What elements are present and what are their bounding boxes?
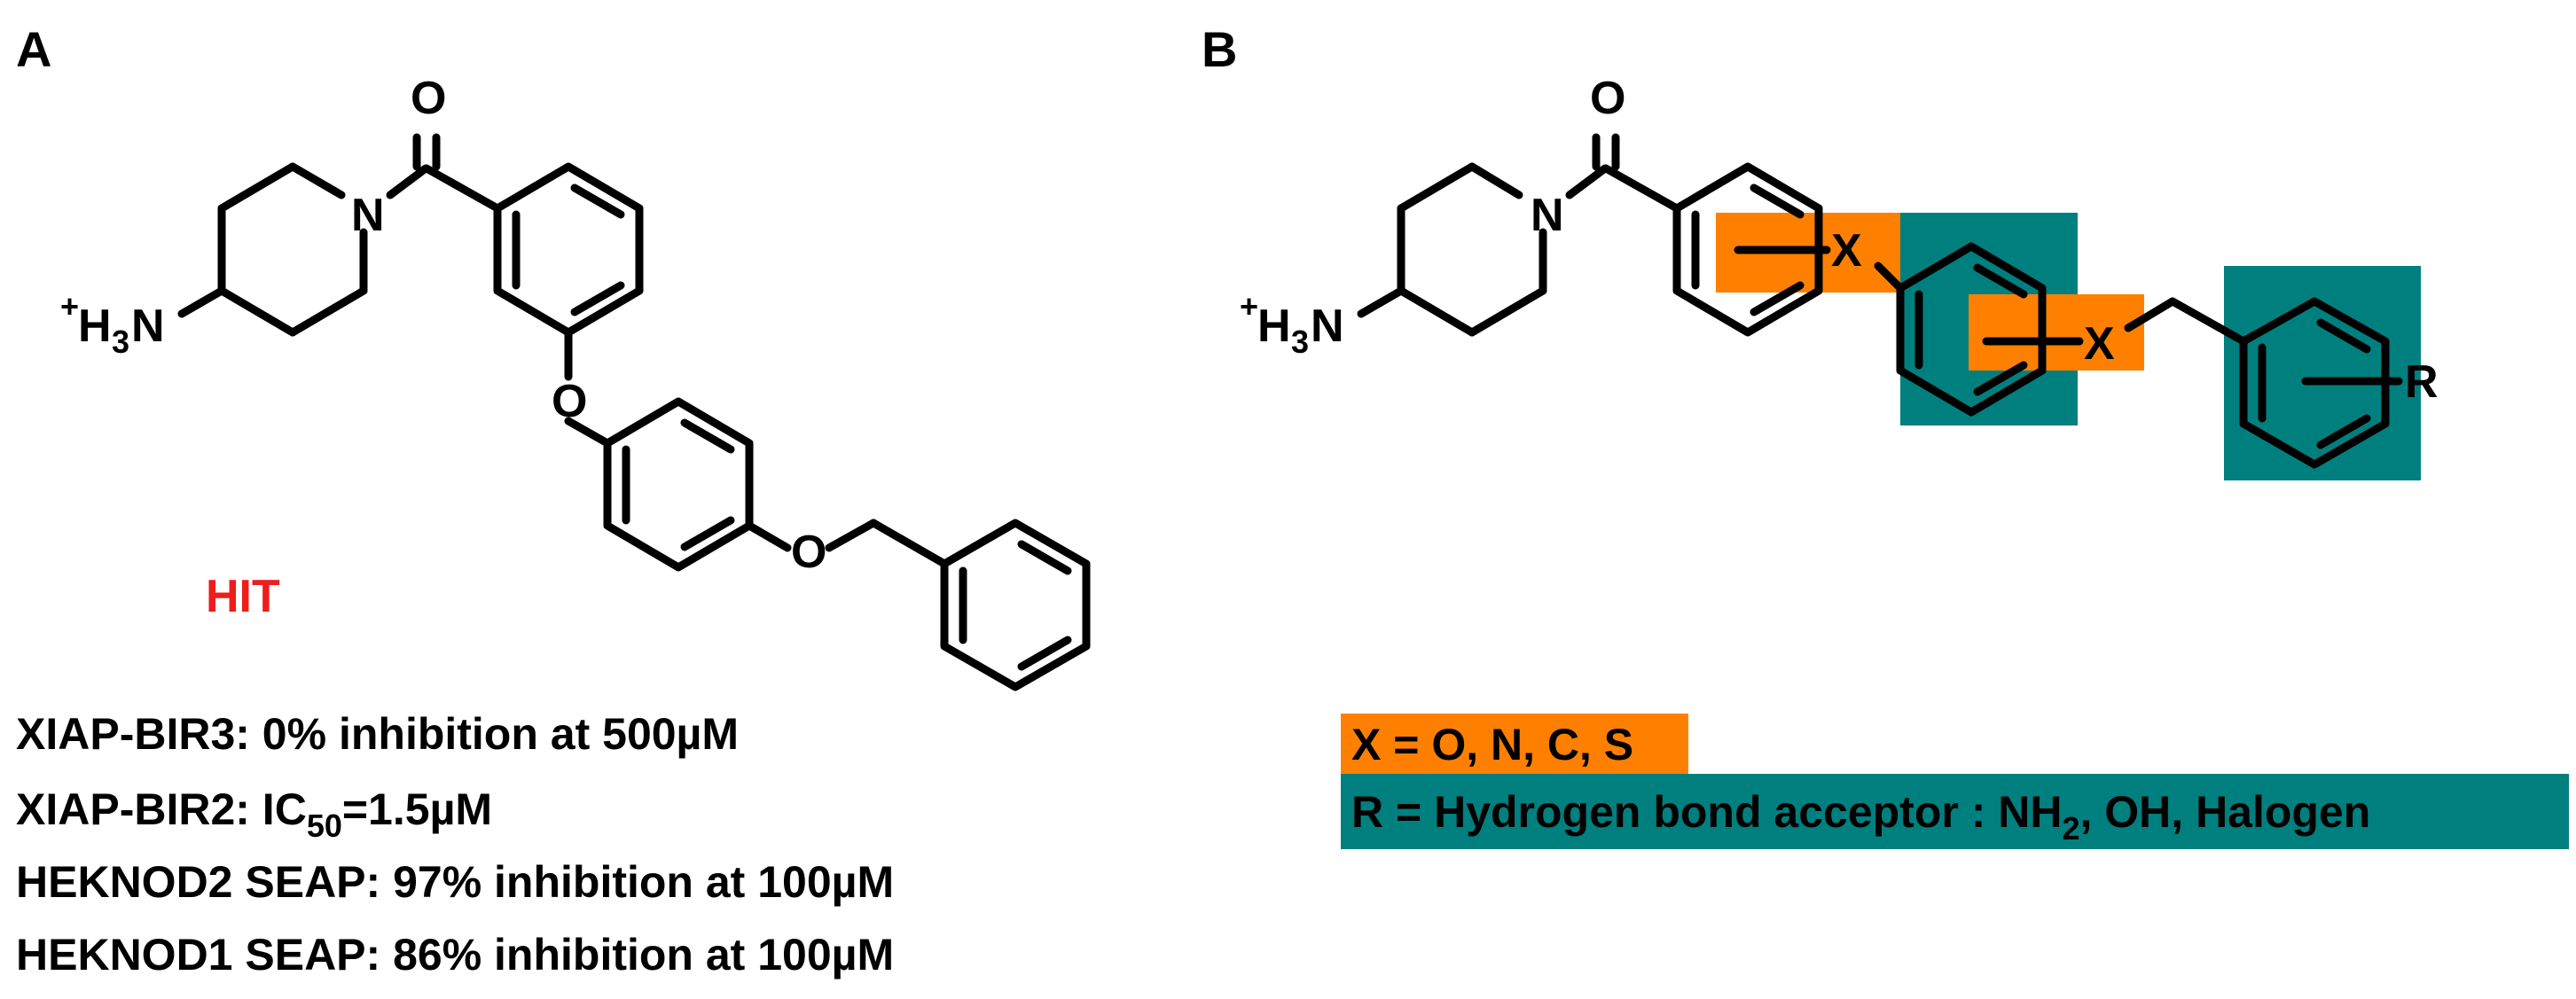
phenoxy-ring-a bbox=[603, 397, 754, 572]
ether-bond-a2 bbox=[564, 417, 612, 448]
carbonyl-oxygen-b: O bbox=[1590, 73, 1625, 124]
ammonium-sub-b: 3 bbox=[1291, 324, 1309, 360]
benzoyl-ring-a bbox=[493, 162, 644, 337]
legend: X = O, N, C, S R = Hydrogen bond accepto… bbox=[1341, 714, 2569, 849]
benzyl-bond-b bbox=[2168, 297, 2248, 346]
piperidine-ring-a bbox=[217, 162, 368, 337]
piperidine-nitrogen-b: N bbox=[1531, 190, 1564, 241]
scaffold-molecule-structure: O N X X R + H 3 N bbox=[1240, 73, 2439, 469]
result-xiap-bir2-suffix: =1.5µM bbox=[342, 784, 492, 834]
amide-bond-a bbox=[386, 164, 430, 199]
x-highlight-box-2 bbox=[1969, 294, 2144, 371]
carbonyl-ring-bond-b bbox=[1601, 164, 1681, 213]
panel-b-label: B bbox=[1202, 21, 1237, 77]
result-xiap-bir3: XIAP-BIR3: 0% inhibition at 500µM bbox=[16, 709, 739, 759]
ammonium-h-b: H bbox=[1257, 300, 1291, 352]
x-ring-bond-b1 bbox=[1874, 261, 1905, 293]
ammonium-n-a: N bbox=[131, 300, 165, 352]
legend-r-sub: 2 bbox=[2062, 810, 2079, 847]
legend-r-suffix: , OH, Halogen bbox=[2080, 787, 2371, 837]
aryl-ring-b1 bbox=[1672, 162, 1823, 337]
amine-bond-a bbox=[177, 286, 226, 318]
x-methylene-bond-b bbox=[2124, 297, 2177, 332]
legend-x-text: X = O, N, C, S bbox=[1351, 720, 1633, 769]
legend-r-prefix: R = Hydrogen bond acceptor : NH bbox=[1351, 787, 2062, 837]
piperidine-ring-b bbox=[1397, 162, 1547, 337]
r-atom-b: R bbox=[2405, 356, 2439, 408]
benzyl-ring-a bbox=[940, 519, 1091, 691]
legend-r-text: R = Hydrogen bond acceptor : NH2, OH, Ha… bbox=[1351, 787, 2370, 847]
legend-x-box bbox=[1341, 714, 1688, 774]
assay-results: XIAP-BIR3: 0% inhibition at 500µM XIAP-B… bbox=[16, 709, 894, 979]
benzyl-bond-a bbox=[869, 519, 949, 568]
result-heknod1: HEKNOD1 SEAP: 86% inhibition at 100µM bbox=[16, 930, 894, 979]
ammonium-label-b: + H 3 N bbox=[1240, 288, 1344, 360]
ammonium-plus-a: + bbox=[60, 288, 79, 324]
ammonium-n-b: N bbox=[1311, 300, 1344, 352]
ammonium-h-a: H bbox=[78, 300, 112, 352]
ether-oxygen-a1: O bbox=[552, 376, 587, 427]
result-xiap-bir2-sub: 50 bbox=[307, 808, 342, 844]
amide-bond-b bbox=[1565, 164, 1609, 199]
ammonium-sub-a: 3 bbox=[112, 324, 129, 360]
panel-a-label: A bbox=[16, 21, 51, 77]
carbonyl-oxygen-a: O bbox=[411, 73, 446, 124]
x-atom-b2: X bbox=[2084, 318, 2115, 370]
hit-molecule-structure: O N O O + H 3 N bbox=[60, 73, 1091, 691]
ether-bond-a3 bbox=[745, 521, 792, 552]
aryl-ring-b3 bbox=[2239, 297, 2390, 469]
piperidine-nitrogen-a: N bbox=[351, 190, 385, 241]
result-xiap-bir2: XIAP-BIR2: IC50=1.5µM bbox=[16, 784, 492, 844]
aryl-ring-b2 bbox=[1896, 242, 2047, 417]
ether-oxygen-a2: O bbox=[791, 527, 826, 578]
hit-label: HIT bbox=[206, 571, 280, 622]
ammonium-label-a: + H 3 N bbox=[60, 288, 165, 360]
amine-bond-b bbox=[1357, 286, 1405, 318]
legend-r-box bbox=[1341, 774, 2569, 849]
result-xiap-bir2-prefix: XIAP-BIR2: IC bbox=[16, 784, 307, 834]
ether-bond-a4 bbox=[825, 519, 878, 552]
carbonyl-ring-bond-a bbox=[422, 164, 502, 213]
result-heknod2: HEKNOD2 SEAP: 97% inhibition at 100µM bbox=[16, 857, 894, 907]
ammonium-plus-b: + bbox=[1240, 288, 1258, 324]
x-atom-b1: X bbox=[1831, 225, 1862, 277]
